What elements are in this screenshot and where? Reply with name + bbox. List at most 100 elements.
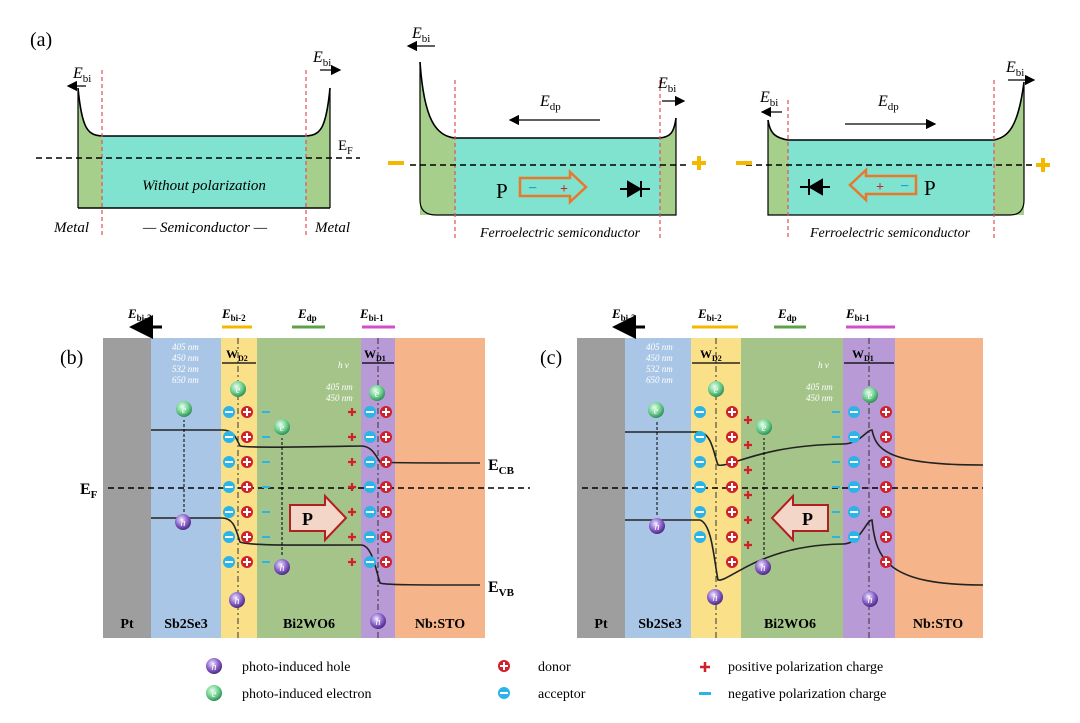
- svg-text:e: e: [868, 391, 873, 402]
- svg-text:negative polarization charge: negative polarization charge: [728, 687, 886, 702]
- svg-text:650 nm: 650 nm: [646, 375, 673, 385]
- svg-text:Ebi-2: Ebi-2: [697, 306, 722, 323]
- svg-text:e: e: [762, 423, 767, 434]
- svg-text:donor: donor: [538, 660, 571, 675]
- svg-text:Edp: Edp: [877, 93, 899, 113]
- svg-text:650 nm: 650 nm: [172, 375, 199, 385]
- svg-text:Nb:STO: Nb:STO: [913, 617, 963, 632]
- svg-text:(c): (c): [540, 347, 562, 369]
- svg-text:h: h: [761, 563, 766, 574]
- svg-text:+: +: [876, 180, 884, 195]
- svg-text:P: P: [496, 179, 508, 203]
- svg-text:532 nm: 532 nm: [172, 364, 199, 374]
- svg-text:Ebi-1: Ebi-1: [359, 306, 384, 323]
- panel-a-label: (a): [30, 29, 52, 51]
- svg-text:Nb:STO: Nb:STO: [415, 617, 465, 632]
- svg-text:Ferroelectric semiconductor: Ferroelectric semiconductor: [809, 226, 971, 241]
- diode-icon: [800, 178, 830, 196]
- svg-text:h ν: h ν: [338, 360, 349, 370]
- panel-b: (b) EF ECB EVB Ebi-3 Ebi-2 Edp Ebi-1 WD2…: [60, 306, 530, 638]
- svg-text:Bi2WO6: Bi2WO6: [283, 617, 335, 632]
- svg-text:e: e: [236, 385, 241, 396]
- svg-text:ECB: ECB: [488, 457, 515, 477]
- electron-icon: [206, 685, 222, 701]
- svg-text:h: h: [212, 662, 217, 673]
- svg-text:e: e: [654, 406, 659, 417]
- diagram-a-right: Ebi Ebi Edp + − P Ferroelectric semicond…: [736, 59, 1050, 241]
- svg-text:405 nm: 405 nm: [172, 342, 199, 352]
- legend: h photo-induced hole e photo-induced ele…: [206, 658, 886, 702]
- svg-text:532 nm: 532 nm: [646, 364, 673, 374]
- ef-label: EF: [338, 138, 353, 157]
- svg-text:405 nm: 405 nm: [646, 342, 673, 352]
- svg-text:Sb2Se3: Sb2Se3: [638, 617, 682, 632]
- diagram-a-middle: Ebi Ebi Edp P − + Ferroelectric semicond…: [388, 25, 706, 241]
- svg-text:Pt: Pt: [120, 617, 134, 632]
- svg-text:P: P: [924, 176, 936, 200]
- svg-text:e: e: [375, 389, 380, 400]
- svg-text:(b): (b): [60, 347, 83, 369]
- svg-text:Ebi: Ebi: [759, 89, 778, 109]
- ebi-left-label: Ebi: [72, 65, 91, 85]
- svg-text:positive polarization charge: positive polarization charge: [728, 660, 883, 675]
- svg-text:e: e: [714, 385, 719, 396]
- svg-text:e: e: [212, 689, 217, 700]
- svg-text:Pt: Pt: [594, 617, 608, 632]
- negative-charge-icon: [699, 692, 711, 695]
- svg-text:405 nm: 405 nm: [806, 382, 833, 392]
- svg-text:+: +: [560, 182, 568, 197]
- metal-right-band: [306, 88, 330, 208]
- svg-text:Ebi: Ebi: [657, 75, 676, 95]
- svg-text:EVB: EVB: [488, 579, 515, 599]
- without-polarization-text: Without polarization: [142, 178, 266, 194]
- semiconductor-caption: — Semiconductor —: [142, 220, 268, 236]
- svg-text:h: h: [376, 617, 381, 628]
- polarization-arrow: [518, 169, 588, 205]
- svg-text:Ebi-1: Ebi-1: [845, 306, 870, 323]
- svg-text:h ν: h ν: [818, 360, 829, 370]
- svg-text:photo-induced hole: photo-induced hole: [242, 660, 350, 675]
- svg-text:450 nm: 450 nm: [326, 393, 353, 403]
- svg-text:Ebi: Ebi: [1005, 59, 1024, 79]
- svg-text:h: h: [868, 595, 873, 606]
- svg-text:Ebi: Ebi: [411, 25, 430, 45]
- polarization-arrow: [848, 167, 918, 203]
- svg-text:Edp: Edp: [297, 306, 317, 323]
- svg-text:EF: EF: [80, 481, 98, 501]
- svg-text:P: P: [802, 509, 813, 529]
- svg-text:h: h: [713, 593, 718, 604]
- svg-text:Edp: Edp: [539, 93, 561, 113]
- metal-right-caption: Metal: [314, 220, 350, 236]
- svg-text:P: P: [302, 509, 313, 529]
- svg-text:Ebi-3: Ebi-3: [127, 306, 152, 323]
- svg-text:−: −: [528, 180, 537, 197]
- svg-text:h: h: [655, 522, 660, 533]
- svg-text:h: h: [280, 563, 285, 574]
- svg-text:acceptor: acceptor: [538, 687, 586, 702]
- svg-text:Ebi-3: Ebi-3: [611, 306, 636, 323]
- minus-sign: [388, 161, 404, 165]
- panel-c: (c) Ebi-3 Ebi-2 Edp Ebi-1 WD2 WD1 405 nm…: [540, 306, 984, 638]
- svg-text:Sb2Se3: Sb2Se3: [164, 617, 208, 632]
- svg-text:450 nm: 450 nm: [806, 393, 833, 403]
- ebi-right-label: Ebi: [312, 49, 331, 69]
- svg-text:h: h: [181, 518, 186, 529]
- svg-text:h: h: [235, 596, 240, 607]
- svg-text:450 nm: 450 nm: [172, 353, 199, 363]
- svg-text:405 nm: 405 nm: [326, 382, 353, 392]
- svg-text:e: e: [182, 405, 187, 416]
- svg-text:Bi2WO6: Bi2WO6: [764, 617, 816, 632]
- svg-text:photo-induced electron: photo-induced electron: [242, 687, 371, 702]
- metal-left-band: [78, 88, 102, 208]
- svg-text:Ebi-2: Ebi-2: [221, 306, 246, 323]
- svg-text:450 nm: 450 nm: [646, 353, 673, 363]
- plus-sign: [692, 156, 706, 170]
- svg-text:e: e: [280, 423, 285, 434]
- diagram-a-left: EF Without polarization Ebi Ebi Metal — …: [36, 49, 360, 236]
- hole-icon: [206, 658, 222, 674]
- diode-icon: [620, 180, 650, 198]
- semiconductor-band: [102, 136, 306, 208]
- metal-left-caption: Metal: [53, 220, 89, 236]
